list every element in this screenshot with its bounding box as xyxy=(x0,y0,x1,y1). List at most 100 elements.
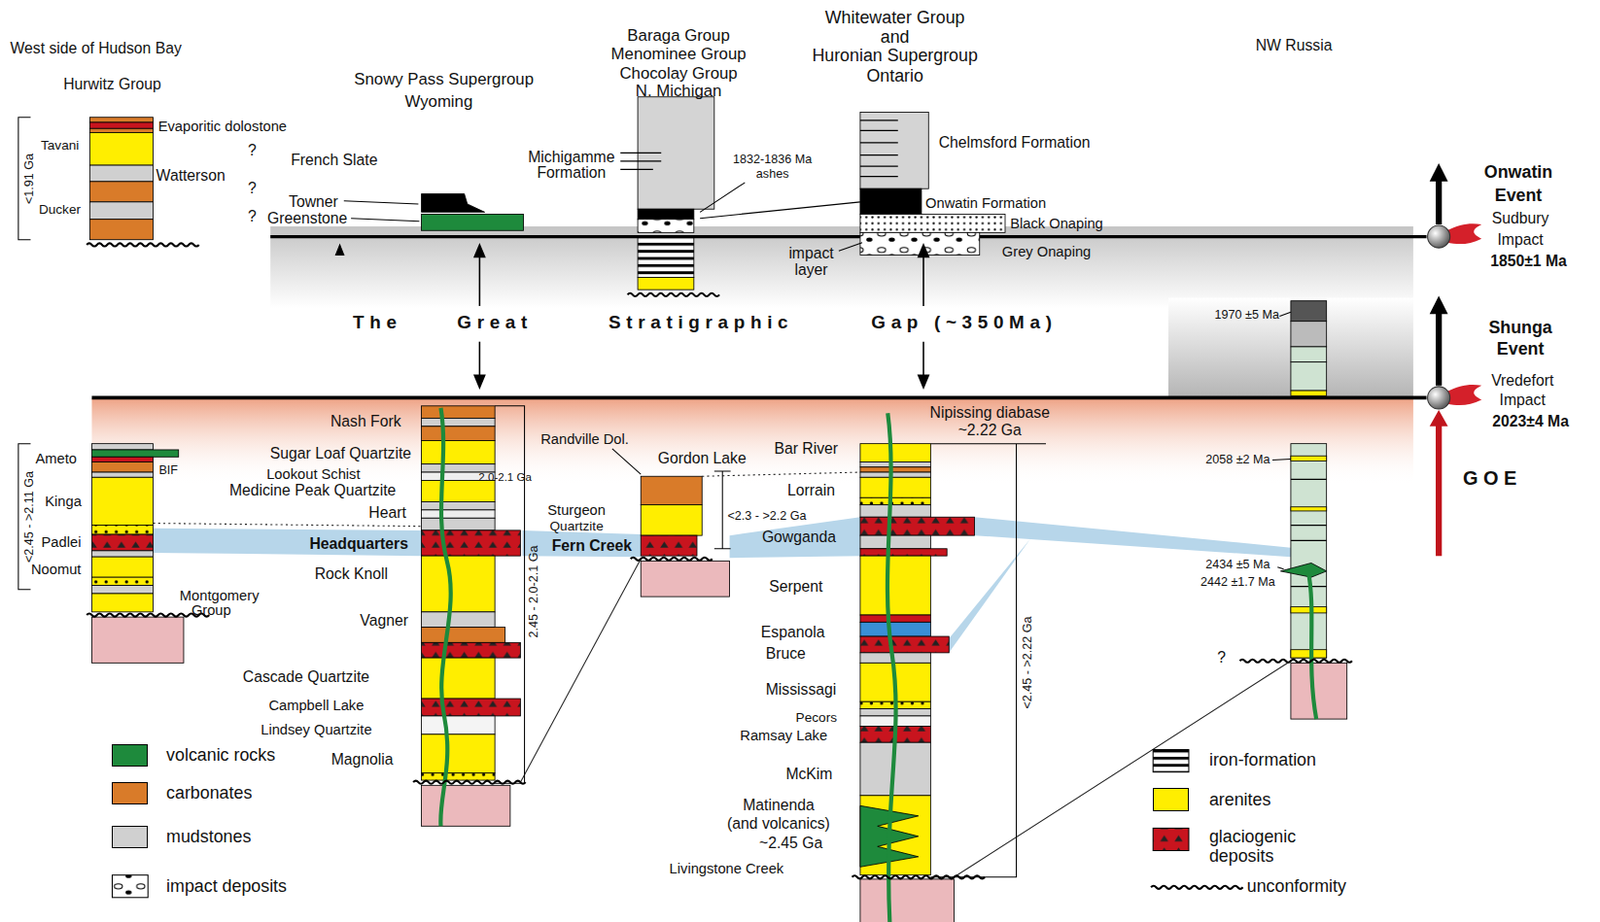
strat-label: Padlei xyxy=(41,534,82,551)
strat-columns-part xyxy=(421,627,506,644)
strat-columns-part xyxy=(860,213,1006,233)
time-lines xyxy=(91,237,1427,399)
legend-label: unconformity xyxy=(1247,877,1347,898)
strat-columns-part xyxy=(91,593,153,613)
strat-label: Chocolay Group xyxy=(619,64,737,82)
strat-label: Randville Dol. xyxy=(540,431,629,448)
gap-arrows xyxy=(474,244,929,388)
legend-pattern-swatches-part xyxy=(111,875,148,899)
strat-label: Michigamme xyxy=(527,148,615,166)
strat-columns-part xyxy=(89,128,153,133)
strat-columns-part xyxy=(640,560,730,597)
strat-columns-part xyxy=(91,444,153,451)
impact-symbols xyxy=(1427,223,1483,410)
strat-label: Watterson xyxy=(156,167,226,184)
strat-columns-part xyxy=(421,193,486,212)
strat-columns-part xyxy=(1290,321,1327,348)
strat-label: Sugar Loaf Quartzite xyxy=(270,445,412,462)
legend-swatch xyxy=(111,826,148,849)
unconformity-lines-part xyxy=(1150,886,1243,890)
strat-label: Impact xyxy=(1497,231,1544,248)
event-arrows-part xyxy=(1435,424,1442,557)
age-bracket-label: <2.45 - >2.11 Ga xyxy=(24,471,38,563)
strat-label: Matinenda xyxy=(742,798,814,815)
strat-label: Chelmsford Formation xyxy=(939,134,1091,151)
impact-symbols-part xyxy=(1427,386,1451,410)
gap-title: Great xyxy=(456,312,533,333)
strat-label: Ontario xyxy=(866,67,923,87)
strat-columns-part xyxy=(89,132,153,166)
strat-label: Kinga xyxy=(44,493,82,510)
strat-label: Espanola xyxy=(761,624,826,641)
strat-label: Wyoming xyxy=(404,93,473,111)
strat-columns-part xyxy=(860,556,931,616)
unconformity-lines-part xyxy=(86,613,209,617)
strat-label: 1970 ±5 Ma xyxy=(1215,309,1280,323)
strat-label: West side of Hudson Bay xyxy=(9,40,181,58)
background-bands-part xyxy=(91,398,1413,486)
strat-label: Medicine Peak Quartzite xyxy=(229,482,396,499)
column-details-part xyxy=(1290,479,1327,481)
strat-label: ? xyxy=(1217,649,1226,666)
strat-label: Impact xyxy=(1499,391,1546,409)
strat-columns-part xyxy=(91,617,183,663)
strat-columns-part xyxy=(421,213,524,231)
strat-columns-part xyxy=(421,480,496,502)
strat-label: ? xyxy=(247,180,257,198)
strat-columns-part xyxy=(640,476,702,505)
strat-label: Snowy Pass Supergroup xyxy=(353,70,534,89)
green-diabase-lines xyxy=(440,408,1317,922)
leader-lines-part xyxy=(344,201,419,205)
strat-label: Group xyxy=(191,602,232,619)
strat-label: Sturgeon xyxy=(547,502,606,519)
strat-columns-part xyxy=(91,472,153,478)
strat-columns-part xyxy=(640,535,697,557)
strat-label: 2434 ±5 Ma xyxy=(1205,558,1270,573)
strat-label: Headquarters xyxy=(309,535,408,553)
strat-label: Gordon Lake xyxy=(658,451,747,468)
strat-columns-part xyxy=(1290,650,1327,659)
leader-lines-part xyxy=(699,182,745,212)
strat-columns-part xyxy=(1290,507,1327,512)
strat-label: ? xyxy=(247,208,257,225)
strat-label: Lorrain xyxy=(787,482,835,499)
legend-pattern-swatches-part xyxy=(1152,828,1189,851)
strat-columns-part xyxy=(1290,362,1327,391)
strat-columns-part xyxy=(860,467,931,473)
unconformity-lines-part xyxy=(413,781,525,785)
background-bands-part xyxy=(1168,298,1414,399)
strat-columns-part xyxy=(1280,562,1326,578)
event-arrows-part xyxy=(1435,179,1442,225)
background-bands xyxy=(91,226,1413,487)
age-bracket-label: <2.45 - >2.22 Ga xyxy=(1021,617,1036,710)
time-lines-part xyxy=(270,235,1427,239)
strat-label: impact xyxy=(788,245,834,263)
legend-label: glaciogenic deposits xyxy=(1209,829,1332,868)
strat-columns-part xyxy=(860,497,931,505)
gap-arrows-part xyxy=(918,244,929,258)
strat-columns-part xyxy=(860,653,931,663)
legend-label: carbonates xyxy=(166,784,252,804)
strat-label: 1832-1836 Ma xyxy=(732,153,812,168)
event-arrows-part xyxy=(1435,312,1442,386)
strat-columns-part xyxy=(89,122,153,129)
gap-arrows-part xyxy=(918,375,929,388)
strat-columns-part xyxy=(421,417,496,426)
strat-label: Bar River xyxy=(774,440,839,457)
glacial-correlation-band-part xyxy=(948,538,1031,654)
strat-label: NW Russia xyxy=(1255,37,1333,55)
time-lines-part xyxy=(91,396,1427,401)
strat-columns-part xyxy=(860,879,955,922)
strat-columns-part xyxy=(421,464,496,473)
leader-lines-part xyxy=(1279,312,1291,316)
legend-label: volcanic rocks xyxy=(166,746,276,766)
unconformity-lines xyxy=(86,243,1353,889)
gap-arrows-part xyxy=(474,375,485,388)
strat-columns-part xyxy=(860,796,931,876)
event-arrows xyxy=(1429,163,1449,557)
strat-columns-part xyxy=(91,586,153,594)
strat-label: ashes xyxy=(756,168,790,182)
column-details-part xyxy=(860,130,899,132)
strat-columns-part xyxy=(421,773,496,781)
strat-label: Bruce xyxy=(765,645,806,662)
